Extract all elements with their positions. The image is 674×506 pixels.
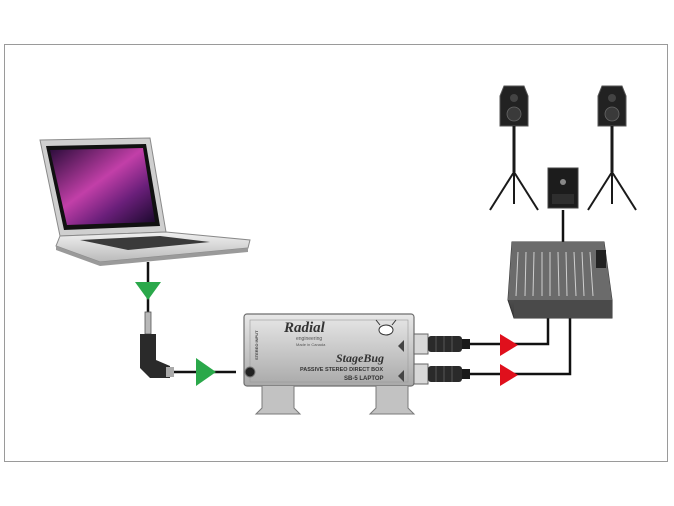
output-arrow-1 [500, 334, 518, 356]
output-cable-2 [468, 318, 572, 376]
model-label: SB-5 LAPTOP [344, 376, 384, 382]
brand-logo: Radial [283, 320, 326, 336]
input-label: STEREO INPUT [254, 330, 259, 360]
laptop-icon [39, 137, 251, 266]
output-arrow-2 [500, 364, 518, 386]
cables [146, 210, 572, 376]
jack-plug-icon [140, 311, 174, 378]
direct-box [243, 313, 416, 415]
bug-logo-icon [375, 319, 397, 336]
brand-subtitle: engineering [296, 336, 322, 342]
mixer-icon [507, 241, 613, 319]
xlr-connector-1 [413, 333, 470, 355]
mounting-foot-right [368, 386, 416, 415]
input-jack-icon [244, 366, 256, 378]
product-description: PASSIVE STEREO DIRECT BOX [300, 367, 383, 373]
input-arrow-down [135, 282, 161, 300]
xlr-connector-2 [413, 363, 470, 385]
product-name: StageBug [336, 351, 384, 365]
made-in-label: Made in Canada [296, 342, 326, 347]
amplifier-icon [547, 167, 579, 209]
speaker-left-icon [489, 85, 539, 211]
output-cable-1 [468, 318, 550, 346]
mounting-foot-left [254, 386, 302, 415]
input-arrow-right [196, 358, 216, 386]
speaker-right-icon [587, 85, 637, 211]
